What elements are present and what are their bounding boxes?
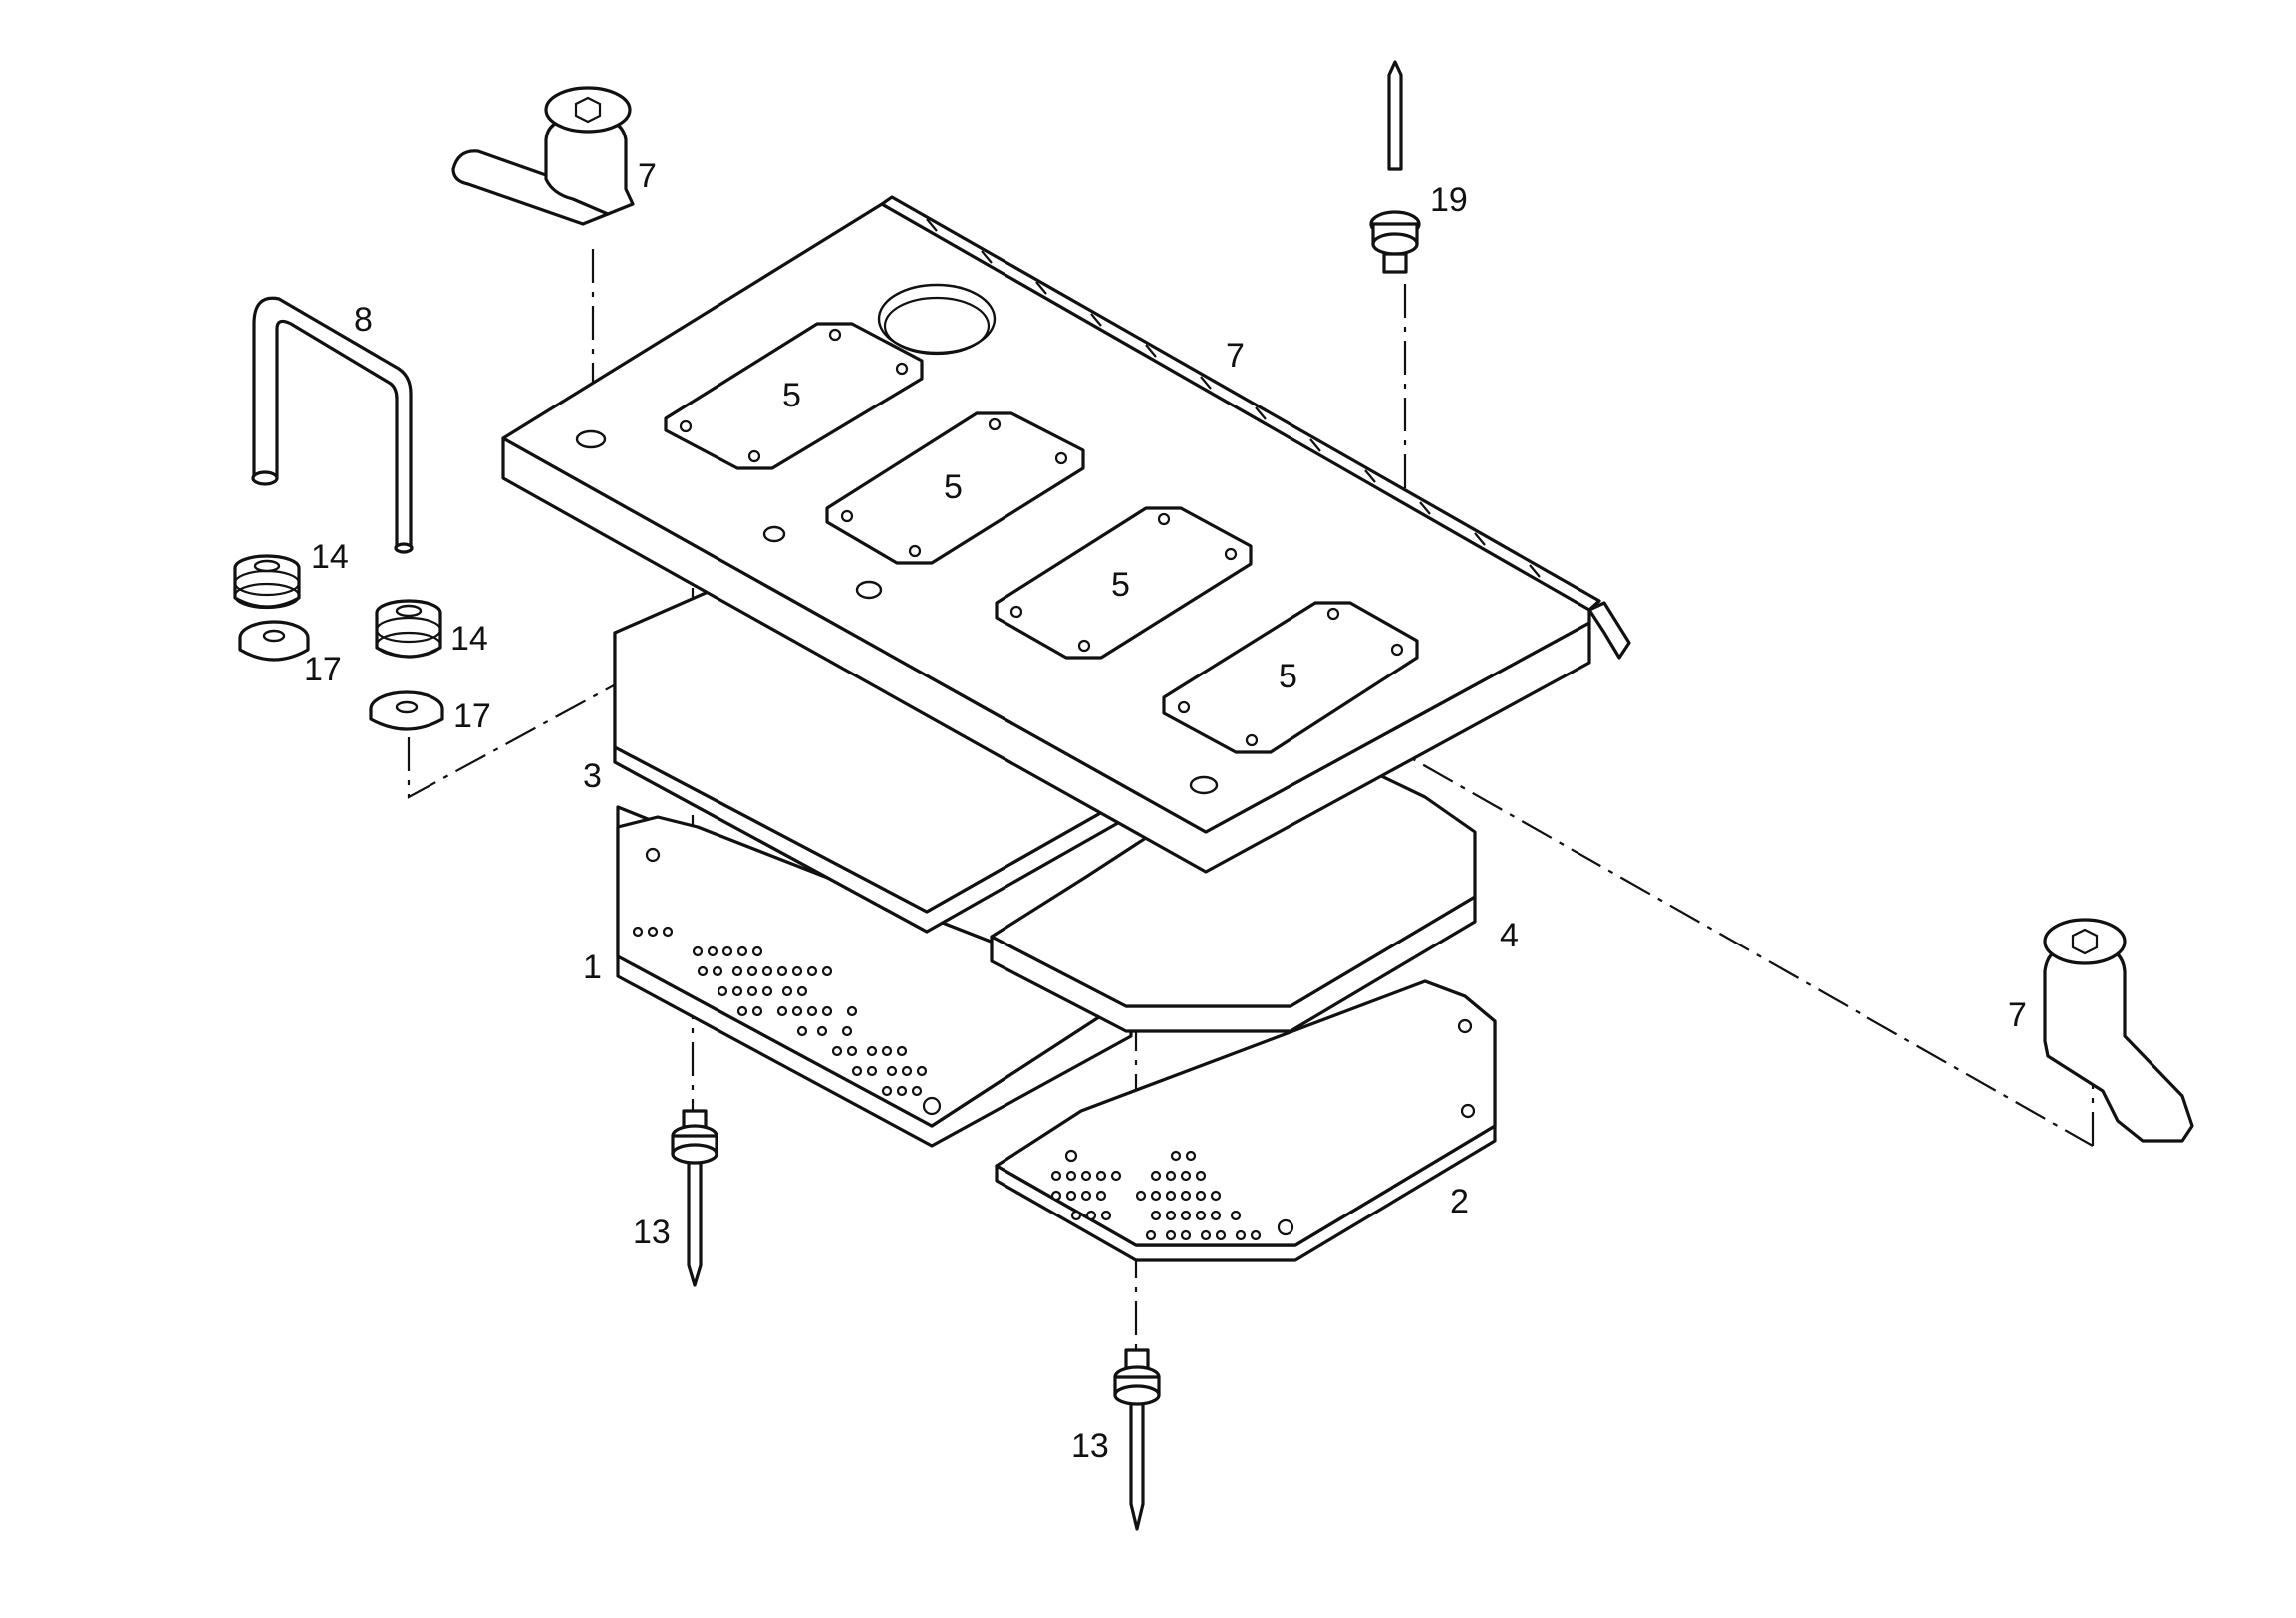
perforated-board-2: [995, 979, 1497, 1262]
callout-slab-4: 4: [1500, 917, 1519, 954]
callout-washer-17a: 17: [304, 651, 342, 688]
callout-plate-5b: 5: [944, 468, 963, 506]
callout-latch-right: 7: [2008, 996, 2027, 1034]
callout-board-1: 1: [583, 948, 602, 986]
washer-17b: [369, 690, 444, 731]
callout-pin-13b: 13: [1071, 1427, 1109, 1465]
slab-4: [990, 735, 1477, 1033]
callout-pin-13a: 13: [633, 1214, 671, 1251]
callout-plate-5d: 5: [1279, 658, 1297, 695]
callout-latch-top: 7: [638, 157, 657, 195]
callout-spring-14b: 14: [450, 620, 488, 658]
callout-pin-19: 19: [1430, 181, 1468, 219]
callout-slab-3: 3: [583, 757, 602, 795]
slab-3: [613, 566, 1148, 934]
perforated-board-1: [616, 805, 1133, 1148]
washer-17a: [238, 620, 310, 662]
callout-board-2: 2: [1450, 1183, 1469, 1220]
cover-plate-5b: [825, 411, 1085, 565]
pin-19: [1369, 60, 1421, 274]
pin-13a: [671, 1109, 718, 1287]
spring-14a: [233, 554, 301, 610]
callout-lid-7: 7: [1226, 337, 1245, 375]
board-2-perforations: [1050, 1018, 1476, 1241]
cover-plate-5d: [1162, 601, 1419, 754]
callout-spring-14a: 14: [311, 538, 349, 576]
cover-plate-5a: [664, 322, 924, 470]
handle-8: [251, 296, 414, 554]
latch-top: [451, 86, 635, 226]
hinge: [880, 195, 1631, 660]
cover-plate-5c: [995, 506, 1253, 660]
pin-13b: [1113, 1348, 1161, 1531]
callout-washer-17b: 17: [453, 697, 491, 735]
board-1-perforations: [632, 847, 942, 1116]
callout-handle-8: 8: [354, 301, 373, 339]
callout-plate-5c: 5: [1111, 566, 1130, 604]
spring-14b: [375, 599, 442, 659]
callout-labels: 7 19 8 7 5 5 5 5 14 17 14 17 3 4 1 2 7 1…: [304, 157, 2027, 1465]
callout-plate-5a: 5: [782, 377, 801, 414]
latch-right: [2043, 918, 2194, 1143]
